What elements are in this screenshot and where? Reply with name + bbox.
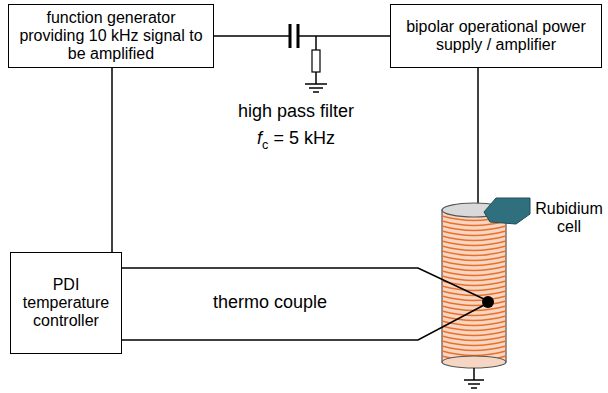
signal-wire: [111, 68, 113, 252]
cutoff-frequency: fc = 5 kHz: [257, 128, 335, 152]
amplifier-box: bipolar operational power supply / ampli…: [390, 4, 602, 68]
signal-wire: [214, 35, 390, 37]
wire: [477, 68, 479, 204]
controller-box: PDI temperature controller: [10, 252, 122, 354]
generator-box: function generator providing 10 kHz sign…: [8, 4, 214, 68]
wire: [315, 72, 317, 84]
coil-body: [442, 210, 506, 362]
wire: [315, 36, 317, 50]
wire: [473, 368, 475, 380]
box-label: bipolar operational power supply / ampli…: [397, 18, 595, 54]
thermocouple-label: thermo couple: [213, 292, 327, 313]
box-label: function generator providing 10 kHz sign…: [15, 9, 207, 63]
coil-windings: [442, 216, 506, 361]
capacitor-plate: [289, 24, 292, 48]
rubidium-cell: [484, 198, 530, 224]
box-label: PDI temperature controller: [17, 276, 115, 330]
ground-symbol: [305, 84, 327, 92]
filter-label: high pass filter: [238, 101, 354, 122]
cell-label: Rubidium cell: [534, 200, 604, 237]
capacitor-gap: [291, 28, 297, 44]
resistor-symbol: [312, 50, 320, 72]
capacitor-plate: [297, 24, 300, 48]
coil-bottom: [442, 356, 506, 368]
thermocouple-junction: [482, 296, 494, 308]
ground-symbol: [464, 380, 484, 388]
